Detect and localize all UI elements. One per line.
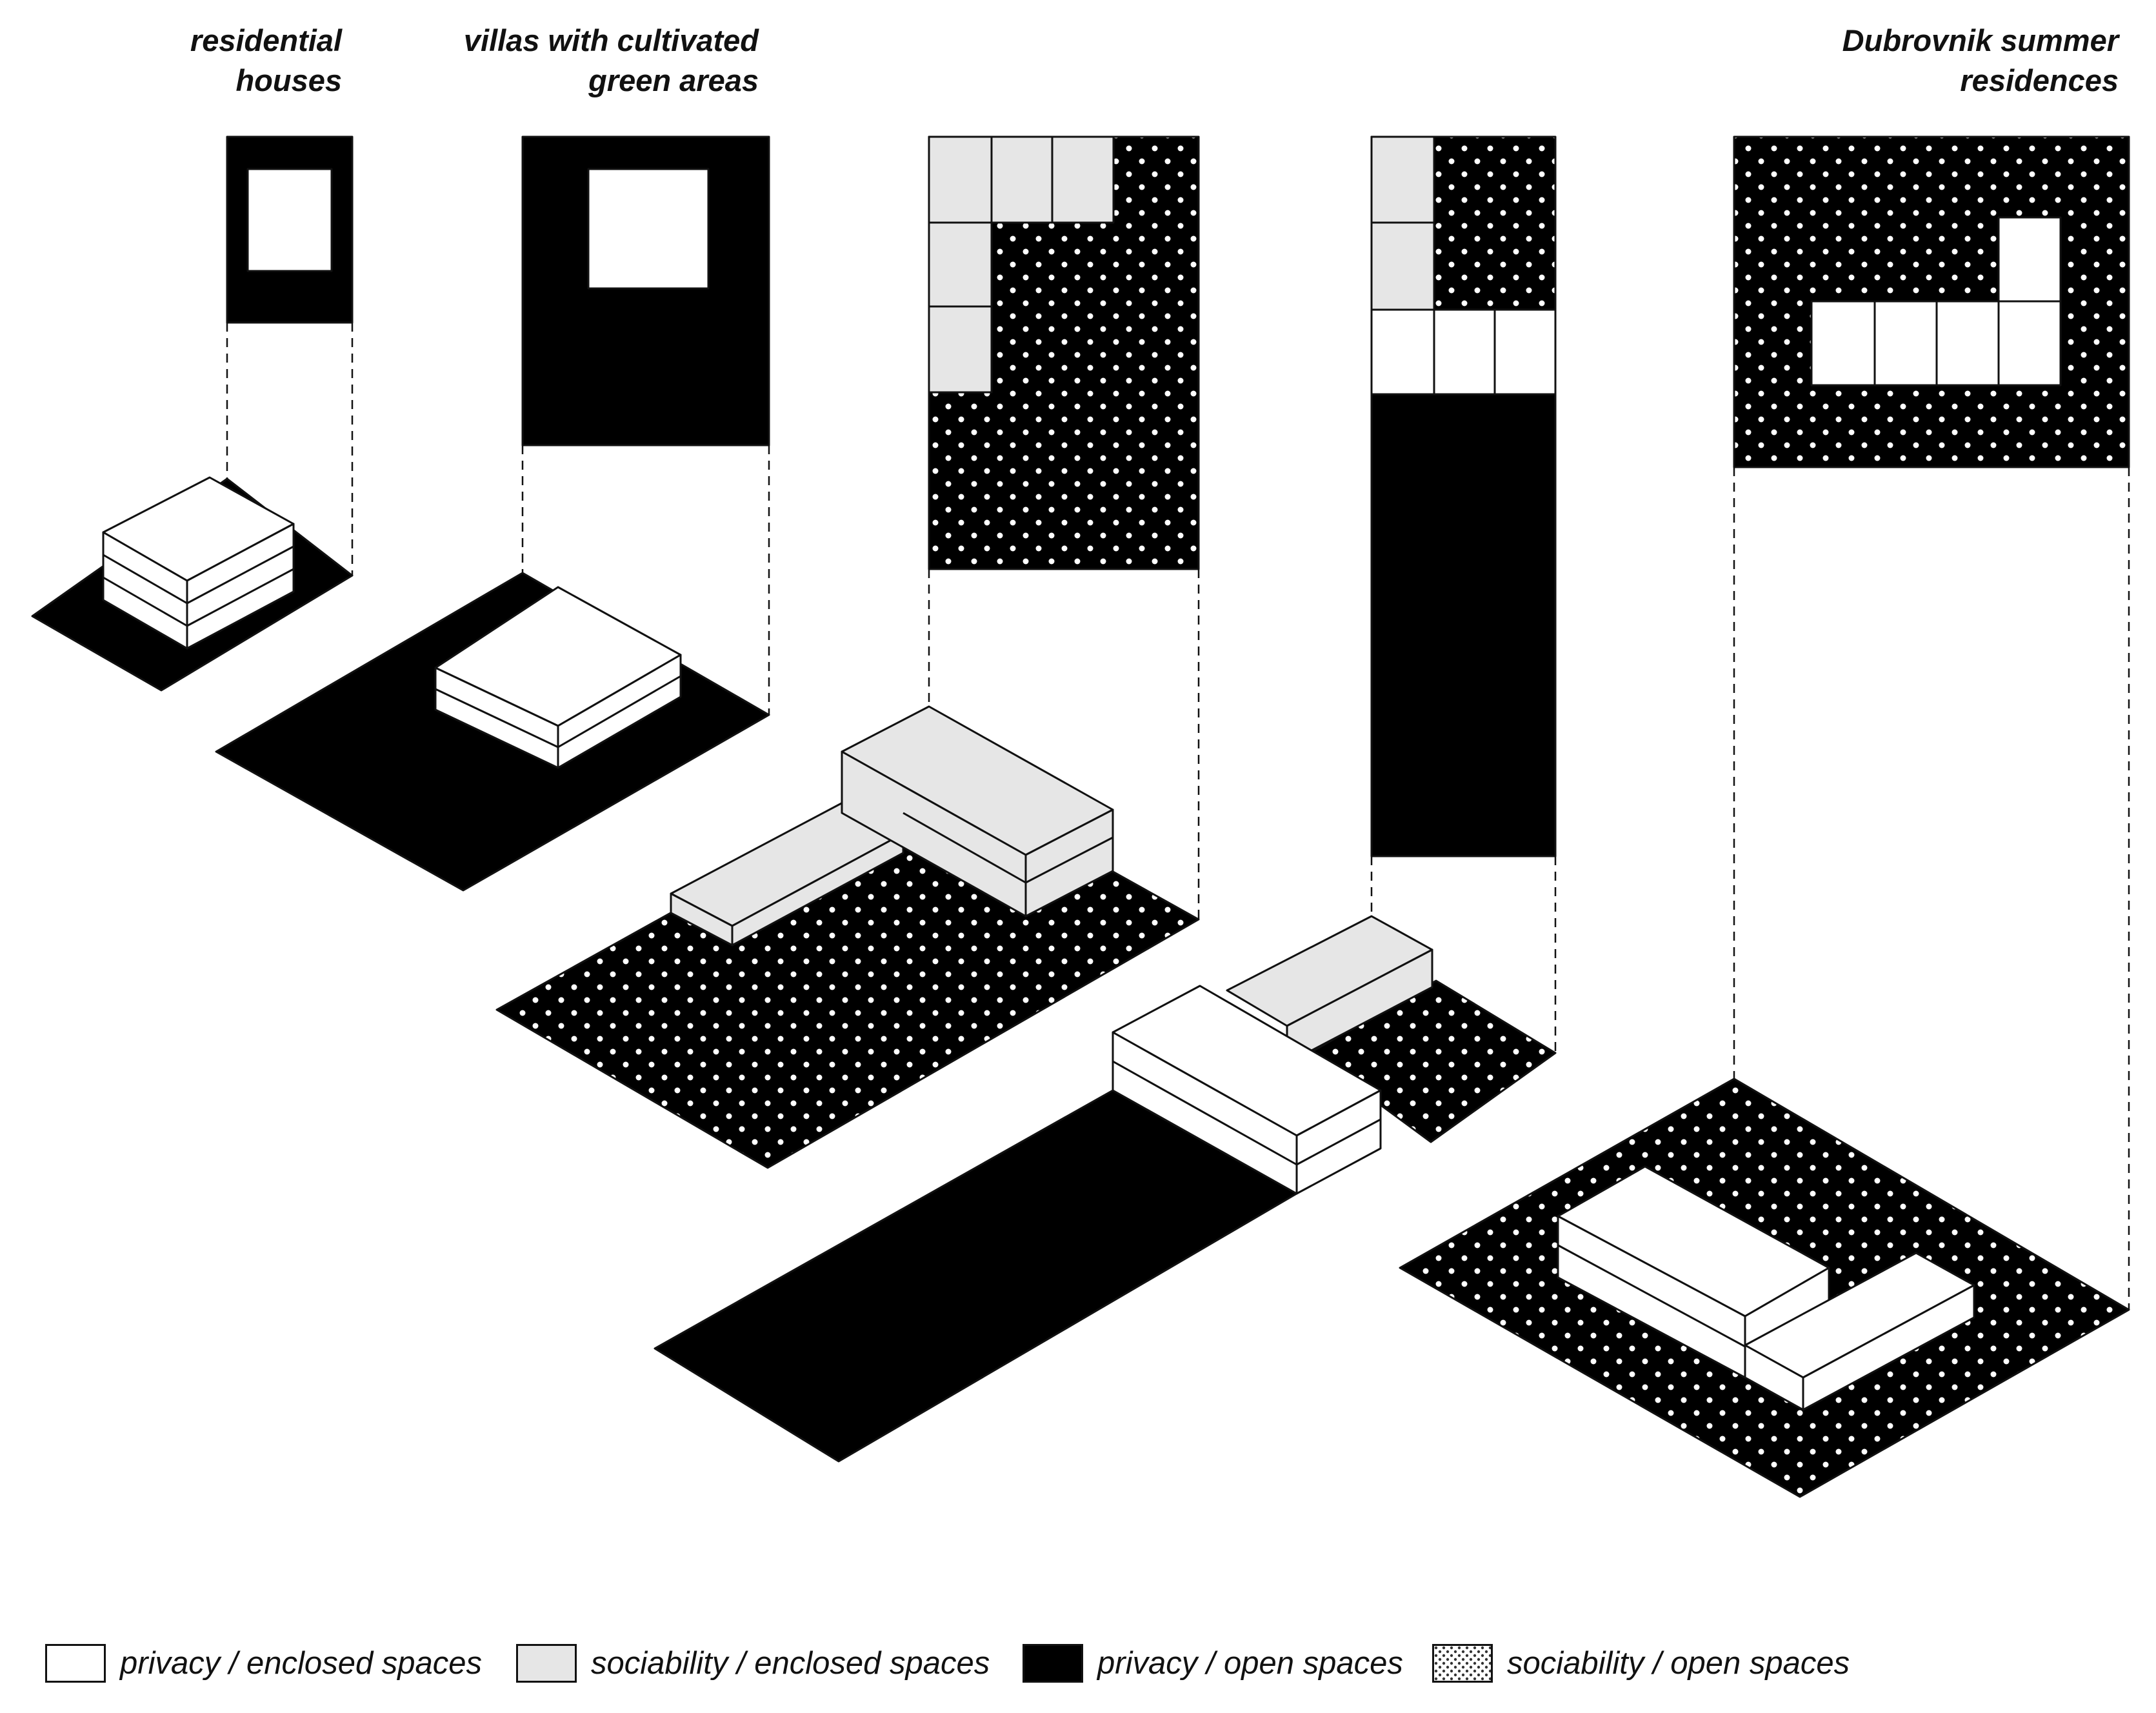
title-villas: villas with cultivated green areas — [464, 21, 759, 101]
plan-dubrovnik — [1733, 135, 2130, 468]
plan-column-3 — [928, 135, 1200, 570]
title-dubrovnik: Dubrovnik summer residences — [1842, 21, 2119, 101]
title-line: green areas — [588, 63, 759, 97]
legend-label: privacy / open spaces — [1097, 1646, 1403, 1681]
legend-item-privacy-open: privacy / open spaces — [1023, 1640, 1403, 1687]
plan-residential-houses — [226, 135, 354, 324]
axonometric-column-4 — [654, 915, 1557, 1463]
title-residential-houses: residential houses — [190, 21, 342, 101]
title-line: residences — [1960, 63, 2119, 97]
legend-item-privacy-enclosed: privacy / enclosed spaces — [45, 1640, 482, 1687]
legend-label: sociability / open spaces — [1507, 1646, 1850, 1681]
title-line: villas with cultivated — [463, 23, 759, 57]
legend-swatch-white — [45, 1644, 106, 1683]
projection-lines-3 — [928, 569, 1200, 919]
legend-swatch-dots — [1432, 1644, 1493, 1683]
axonometric-column-3 — [495, 705, 1200, 1169]
axonometric-dubrovnik — [1399, 1077, 2130, 1498]
legend-item-sociability-open: sociability / open spaces — [1432, 1640, 1850, 1687]
projection-lines-5 — [1733, 467, 2130, 1310]
legend-swatch-black — [1023, 1644, 1083, 1683]
title-line: houses — [235, 63, 342, 97]
projection-lines-4 — [1370, 856, 1557, 1055]
legend: privacy / enclosed spaces sociability / … — [45, 1640, 1916, 1687]
axonometric-villas — [215, 572, 770, 892]
plan-column-4 — [1370, 135, 1557, 857]
legend-swatch-grey — [516, 1644, 577, 1683]
plan-villas — [521, 135, 770, 446]
legend-label: privacy / enclosed spaces — [120, 1646, 483, 1681]
title-line: residential — [190, 23, 342, 57]
axonometric-residential-houses — [31, 476, 354, 692]
title-line: Dubrovnik summer — [1842, 23, 2119, 57]
projection-lines-1 — [226, 323, 354, 576]
legend-item-sociability-enclosed: sociability / enclosed spaces — [516, 1640, 990, 1687]
projection-lines-2 — [521, 445, 770, 715]
legend-label: sociability / enclosed spaces — [591, 1646, 990, 1681]
